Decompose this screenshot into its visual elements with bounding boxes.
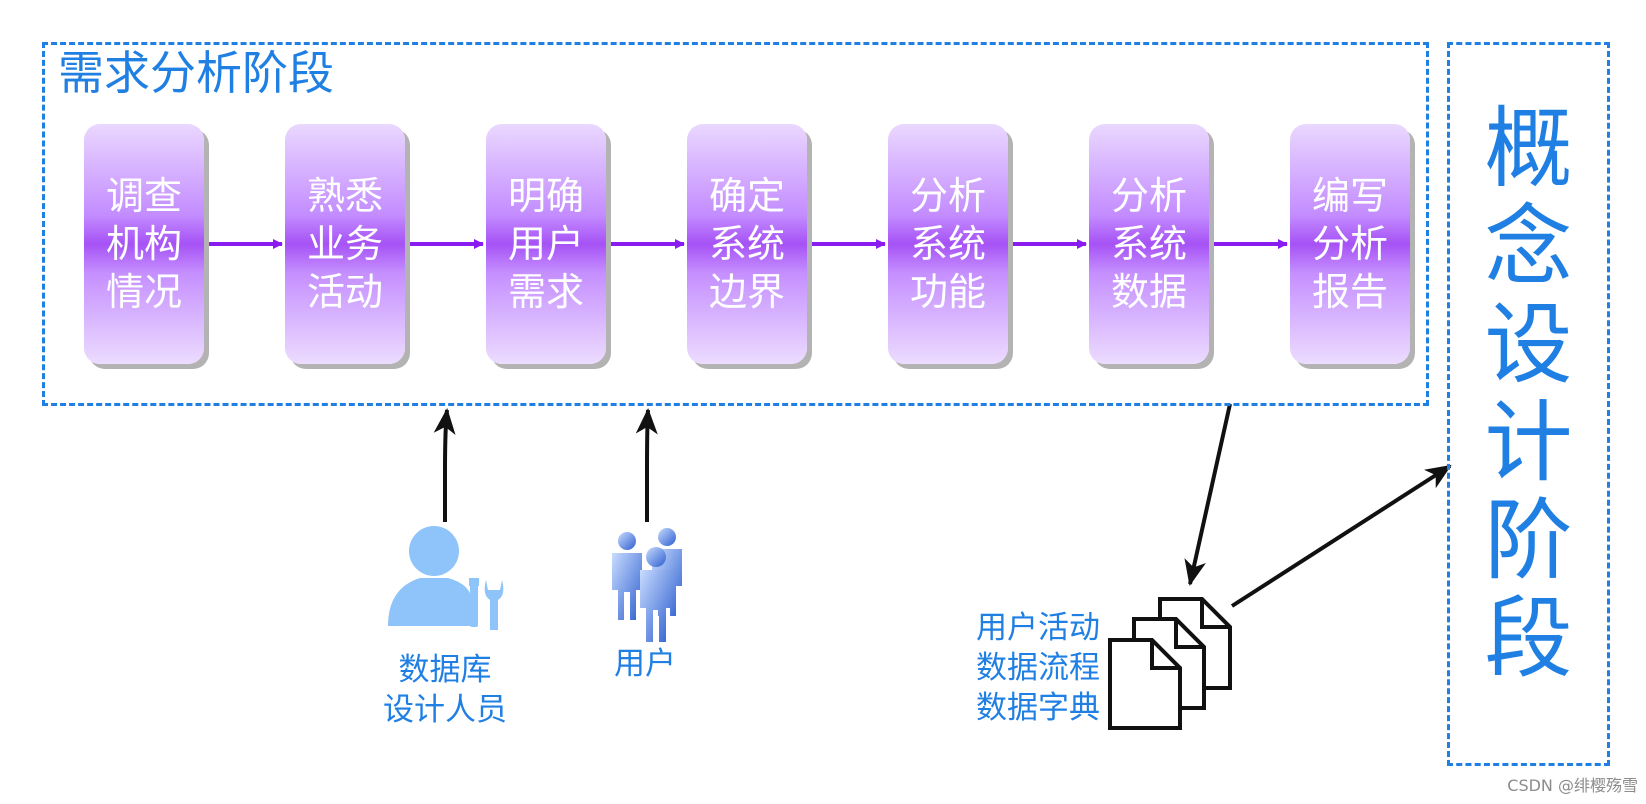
step-survey-organization: 调查 机构 情况 — [84, 124, 204, 364]
output-arrow — [1184, 403, 1232, 586]
documents-stack-icon — [1108, 597, 1232, 730]
user-group-icon — [612, 528, 682, 642]
concept-arrow — [1230, 464, 1452, 608]
person-with-tools-icon — [388, 526, 504, 630]
user-arrow — [635, 408, 658, 522]
outputs-label: 用户活动 数据流程 数据字典 — [976, 610, 1100, 726]
step-label: 分析 系统 数据 — [1110, 174, 1187, 314]
watermark: CSDN @绯樱殇雪 — [1507, 776, 1638, 795]
step-clarify-requirements: 明确 用户 需求 — [486, 124, 606, 364]
step-analyze-data: 分析 系统 数据 — [1089, 124, 1209, 364]
concept-design-stage — [1447, 42, 1610, 766]
step-analyze-functions: 分析 系统 功能 — [888, 124, 1008, 364]
step-label: 分析 系统 功能 — [909, 174, 986, 314]
actor-arrows — [433, 403, 1452, 608]
requirement-stage-title: 需求分析阶段 — [58, 46, 334, 100]
concept-stage-title: 概 念 设 计 阶 段 — [1484, 97, 1573, 690]
step-label: 确定 系统 边界 — [708, 174, 785, 314]
step-define-boundary: 确定 系统 边界 — [687, 124, 807, 364]
step-label: 明确 用户 需求 — [507, 174, 584, 314]
designer-label: 数据库 设计人员 — [383, 652, 507, 728]
step-label: 调查 机构 情况 — [105, 174, 182, 314]
step-label: 熟悉 业务 活动 — [306, 174, 383, 314]
user-label: 用户 — [614, 646, 676, 682]
step-learn-business: 熟悉 业务 活动 — [285, 124, 405, 364]
step-label: 编写 分析 报告 — [1311, 174, 1388, 314]
designer-arrow — [433, 408, 456, 522]
requirement-analysis-stage — [42, 42, 1429, 406]
step-write-report: 编写 分析 报告 — [1290, 124, 1410, 364]
